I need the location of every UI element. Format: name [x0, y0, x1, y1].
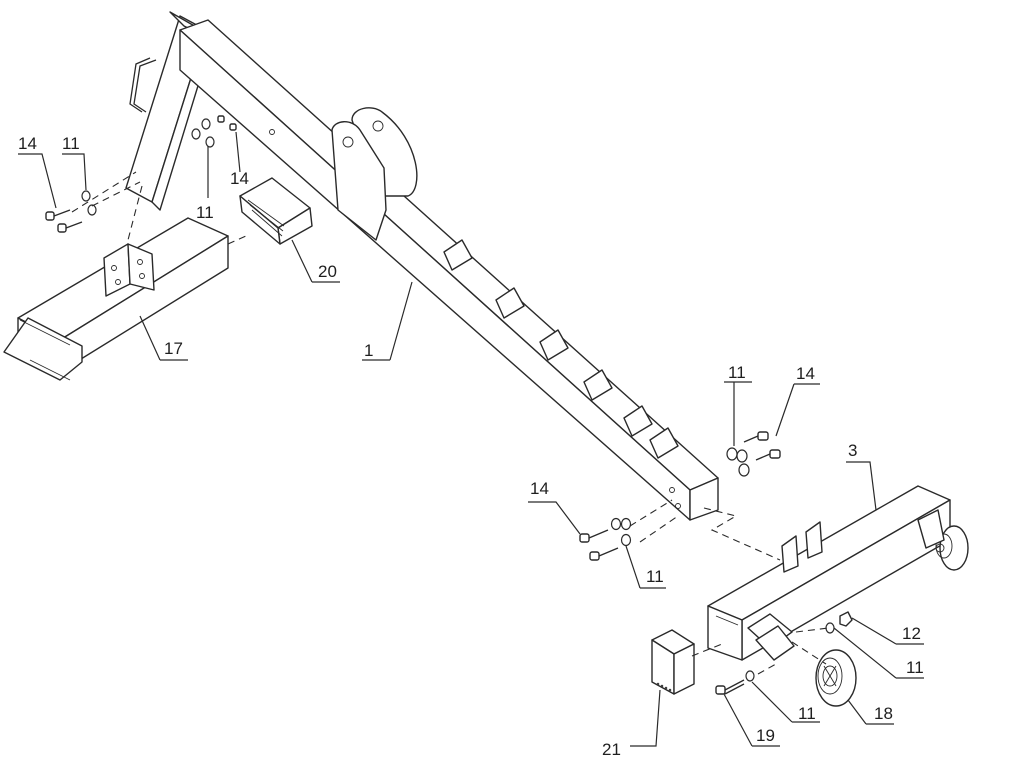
part-1-main-beam: [125, 11, 719, 521]
callout-20: 20: [318, 262, 337, 281]
callout-11: 11: [798, 704, 816, 723]
callout-11: 11: [646, 567, 664, 586]
part-18-wheel: [815, 649, 857, 707]
callout-21: 21: [602, 740, 621, 759]
callout-1: 1: [364, 341, 373, 360]
callout-14: 14: [230, 169, 249, 188]
callout-11: 11: [728, 363, 746, 382]
part-3-rear-base: [707, 485, 969, 661]
leader-lines: [18, 131, 924, 747]
callout-11: 11: [62, 134, 80, 153]
callout-14: 14: [796, 364, 815, 383]
fasteners-rear-lower: [579, 517, 632, 561]
alignment-lines: [71, 171, 829, 675]
callout-3: 3: [848, 441, 857, 460]
wheel-right: [917, 509, 969, 571]
callout-12: 12: [902, 624, 921, 643]
part-17-front-base: [3, 217, 229, 381]
callout-17: 17: [164, 339, 183, 358]
callout-labels: 14 11 11 14 20 17 1 11 14 14 11 3 12 11 …: [18, 134, 924, 759]
fasteners-rear-upper: [726, 431, 781, 477]
callout-11: 11: [196, 203, 214, 222]
callout-14: 14: [530, 479, 549, 498]
callout-18: 18: [874, 704, 893, 723]
callout-14: 14: [18, 134, 37, 153]
part-20-end-cap: [239, 177, 313, 245]
callout-19: 19: [756, 726, 775, 745]
callout-11: 11: [906, 658, 924, 677]
part-21-end-block: [651, 629, 695, 695]
fasteners-front-left: [45, 115, 237, 233]
